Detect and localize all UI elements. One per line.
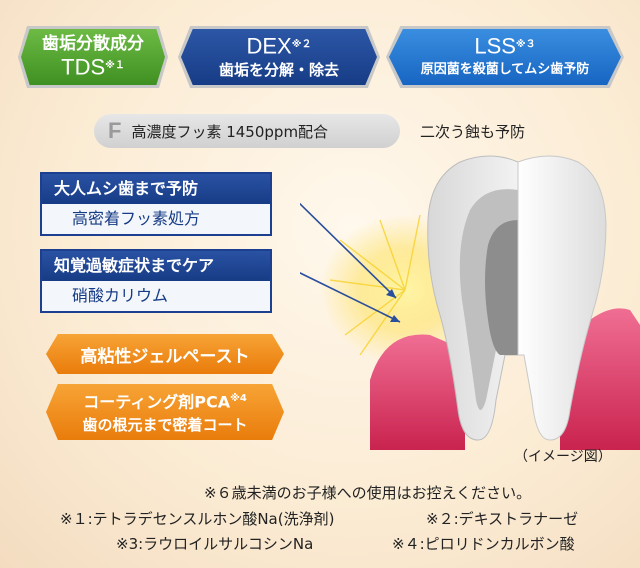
coating-desc: 歯の根元まで密着コート	[82, 415, 248, 434]
footnote-4: ※４:ピロリドンカルボン酸	[392, 535, 575, 553]
tooth-pulp	[485, 220, 518, 355]
gel-paste-text: 高粘性ジェルペースト	[80, 346, 250, 367]
cavity-prevention-desc: 高密着フッ素処方	[42, 204, 270, 234]
coating-title: コーティング剤PCA	[83, 392, 231, 412]
dex-badge-note: ※２	[291, 39, 312, 51]
lss-badge-note: ※３	[515, 39, 536, 51]
coating-label: コーティング剤PCA※4 歯の根元まで密着コート	[46, 384, 284, 440]
sensitivity-care-title: 知覚過敏症状までケア	[42, 251, 270, 281]
secondary-caries-text: 二次う蝕も予防	[420, 123, 526, 141]
fluoride-text: 高濃度フッ素 1450ppm配合	[131, 122, 329, 141]
sensitivity-care-desc: 硝酸カリウム	[42, 281, 270, 311]
coating-note: ※4	[230, 393, 247, 405]
sensitivity-care-box: 知覚過敏症状までケア 硝酸カリウム	[40, 249, 272, 313]
tooth-illustration	[300, 155, 640, 450]
image-caption: （イメージ図）	[514, 449, 612, 465]
tds-badge: 歯垢分散成分 TDS※１	[18, 26, 168, 88]
footnote-1: ※１:テトラデセンスルホン酸Na(洗浄剤)	[60, 510, 335, 528]
glow-rays	[329, 214, 421, 356]
fluoride-letter: F	[108, 118, 122, 143]
lss-badge: LSS※３ 原因菌を殺菌してムシ歯予防	[386, 26, 624, 88]
cavity-prevention-box: 大人ムシ歯まで予防 高密着フッ素処方	[40, 172, 272, 236]
fluoride-pill: F 高濃度フッ素 1450ppm配合	[94, 114, 400, 148]
tooth-whole-half	[517, 155, 607, 441]
dex-badge-name: DEX	[246, 33, 292, 59]
dex-badge-desc: 歯垢を分解・除去	[218, 60, 339, 79]
footnote-2: ※２:デキストラナーゼ	[426, 510, 579, 528]
footnote-3: ※3:ラウロイルサルコシンNa	[116, 535, 314, 553]
tds-badge-name: TDS	[61, 54, 106, 80]
tds-badge-note: ※１	[105, 60, 125, 72]
tds-badge-title: 歯垢分散成分	[42, 34, 144, 55]
lss-badge-desc: 原因菌を殺菌してムシ歯予防	[420, 61, 590, 77]
gum-left	[370, 334, 465, 450]
pointer-arrows	[300, 202, 401, 323]
lss-badge-name: LSS	[474, 33, 516, 59]
dex-badge: DEX※２ 歯垢を分解・除去	[178, 26, 380, 88]
arrowhead-2	[390, 315, 400, 322]
footnote-age: ※６歳未満のお子様への使用はお控えください。	[204, 484, 532, 502]
cavity-prevention-title: 大人ムシ歯まで予防	[42, 174, 270, 204]
arrowhead-1	[386, 289, 396, 298]
gel-paste-label: 高粘性ジェルペースト	[46, 334, 284, 374]
